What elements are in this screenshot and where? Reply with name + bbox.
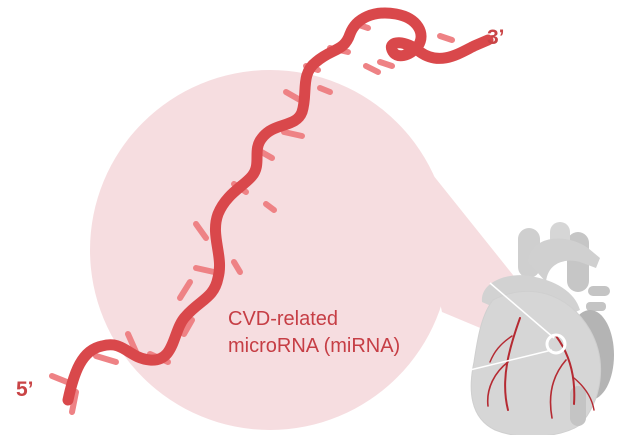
mirna-caption: CVD-related microRNA (miRNA) bbox=[228, 306, 400, 360]
five-prime-label: 5’ bbox=[16, 378, 34, 401]
rna-backbone bbox=[62, 7, 494, 406]
heart-pin-marker bbox=[545, 333, 567, 355]
rna-strand-icon bbox=[49, 7, 494, 415]
magnifier-lens bbox=[90, 70, 450, 430]
heart-icon bbox=[469, 222, 614, 435]
caption-line-2: microRNA (miRNA) bbox=[228, 335, 401, 357]
three-prime-label: 3’ bbox=[487, 26, 505, 49]
caption-line-1: CVD-related bbox=[228, 308, 339, 330]
